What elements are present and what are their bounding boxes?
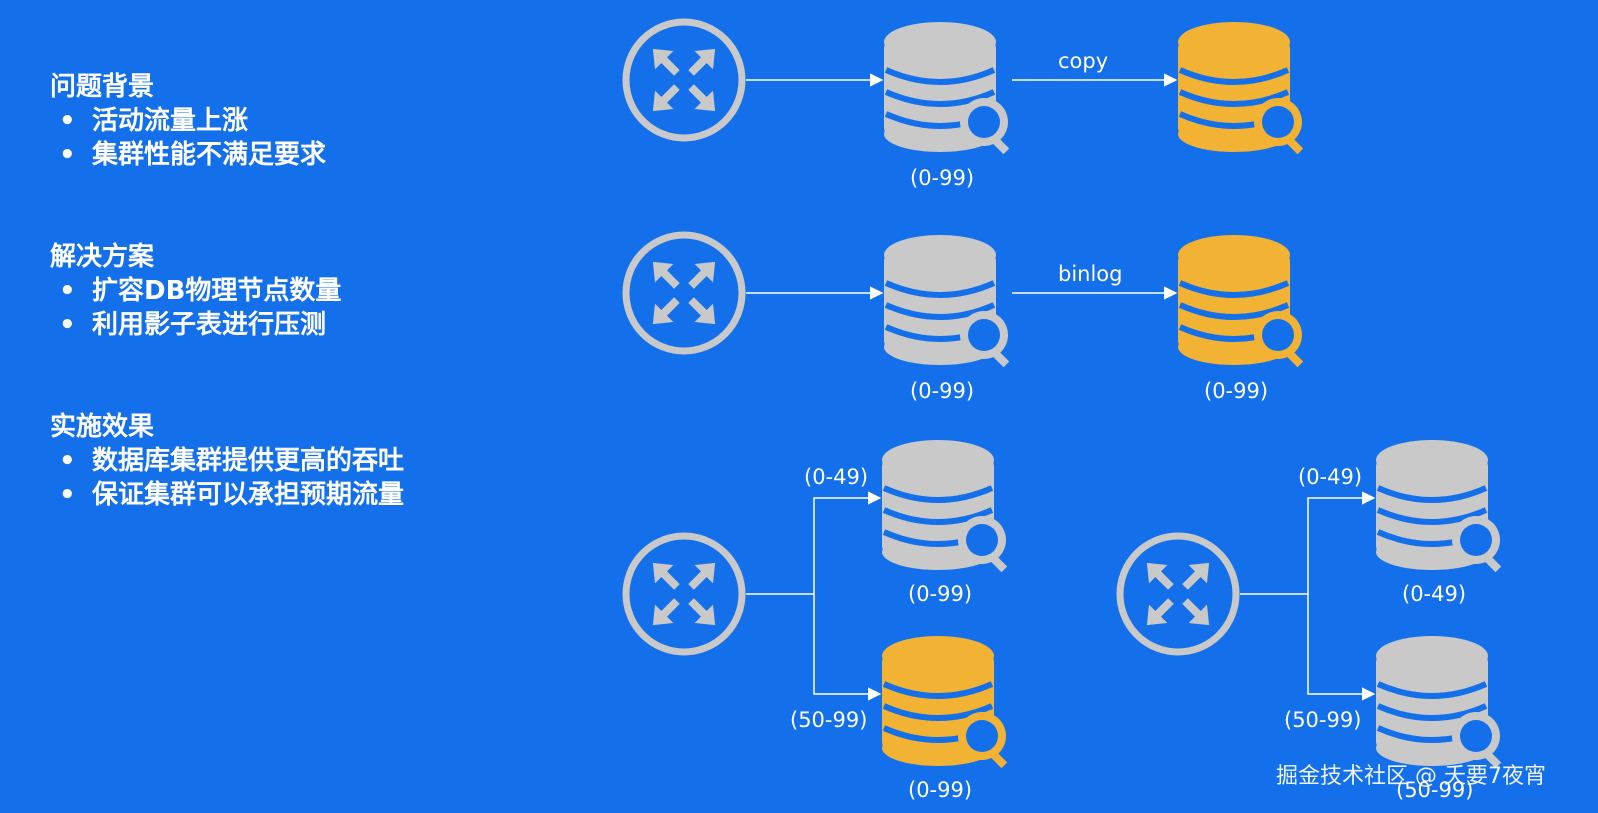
bullet-item: • 活动流量上涨 (50, 104, 326, 138)
range-label: (0-99) (908, 778, 972, 802)
bullet-dot: • (59, 106, 76, 136)
section-problem-background: 问题背景 • 活动流量上涨 • 集群性能不满足要求 (50, 70, 326, 172)
copy-label: copy (1058, 49, 1108, 73)
watermark: 掘金技术社区 @ 夭要7夜宵 (1276, 764, 1546, 789)
range-label: (0-99) (908, 582, 972, 606)
binlog-label: binlog (1058, 262, 1123, 286)
range-label: (0-49) (1402, 582, 1466, 606)
bullet-item: • 数据库集群提供更高的吞吐 (50, 444, 404, 478)
database-gray-icon (882, 440, 1007, 572)
router-icon (1120, 536, 1236, 652)
database-gold-icon (882, 636, 1007, 768)
range-label: (0-99) (910, 379, 974, 403)
bullet-text: 活动流量上涨 (92, 106, 249, 136)
branch-label: (0-49) (804, 465, 868, 489)
bullet-text: 数据库集群提供更高的吞吐 (92, 446, 405, 476)
branch-label: (50-99) (790, 708, 867, 732)
bullet-list: • 扩容DB物理节点数量 • 利用影子表进行压测 (50, 274, 341, 342)
database-gray-icon (884, 22, 1009, 154)
section-solution: 解决方案 • 扩容DB物理节点数量 • 利用影子表进行压测 (50, 240, 341, 342)
database-gold-icon (1178, 235, 1303, 367)
bullet-text: 扩容DB物理节点数量 (92, 276, 342, 306)
section-results: 实施效果 • 数据库集群提供更高的吞吐 • 保证集群可以承担预期流量 (50, 410, 404, 512)
bullet-list: • 活动流量上涨 • 集群性能不满足要求 (50, 104, 326, 172)
connector-line (813, 594, 882, 701)
branch-label: (0-49) (1298, 465, 1362, 489)
bullet-dot: • (59, 480, 76, 510)
router-icon (626, 22, 742, 138)
section-heading: 实施效果 (50, 412, 155, 442)
bullet-text: 集群性能不满足要求 (92, 140, 327, 170)
bullet-dot: • (59, 276, 76, 306)
bullet-item: • 扩容DB物理节点数量 (50, 274, 341, 308)
database-gold-icon (1178, 22, 1303, 154)
range-label: (0-99) (1204, 379, 1268, 403)
bullet-dot: • (59, 310, 76, 340)
database-gray-icon (1376, 636, 1501, 768)
range-label: (0-99) (910, 166, 974, 190)
section-heading: 解决方案 (50, 242, 155, 272)
bullet-item: • 保证集群可以承担预期流量 (50, 478, 404, 512)
connector-line (1307, 491, 1376, 594)
router-icon (626, 235, 742, 351)
bullet-item: • 集群性能不满足要求 (50, 138, 326, 172)
connector-line (813, 491, 882, 594)
range-label: (50-99) (1396, 778, 1473, 802)
bullet-item: • 利用影子表进行压测 (50, 308, 341, 342)
bullet-dot: • (59, 446, 76, 476)
branch-label: (50-99) (1284, 708, 1361, 732)
bullet-text: 保证集群可以承担预期流量 (92, 480, 405, 510)
section-heading: 问题背景 (50, 72, 155, 102)
bullet-dot: • (59, 140, 76, 170)
bullet-list: • 数据库集群提供更高的吞吐 • 保证集群可以承担预期流量 (50, 444, 404, 512)
connector-line (1307, 594, 1376, 701)
router-icon (626, 536, 742, 652)
database-gray-icon (1376, 440, 1501, 572)
bullet-text: 利用影子表进行压测 (92, 310, 327, 340)
database-gray-icon (884, 235, 1009, 367)
